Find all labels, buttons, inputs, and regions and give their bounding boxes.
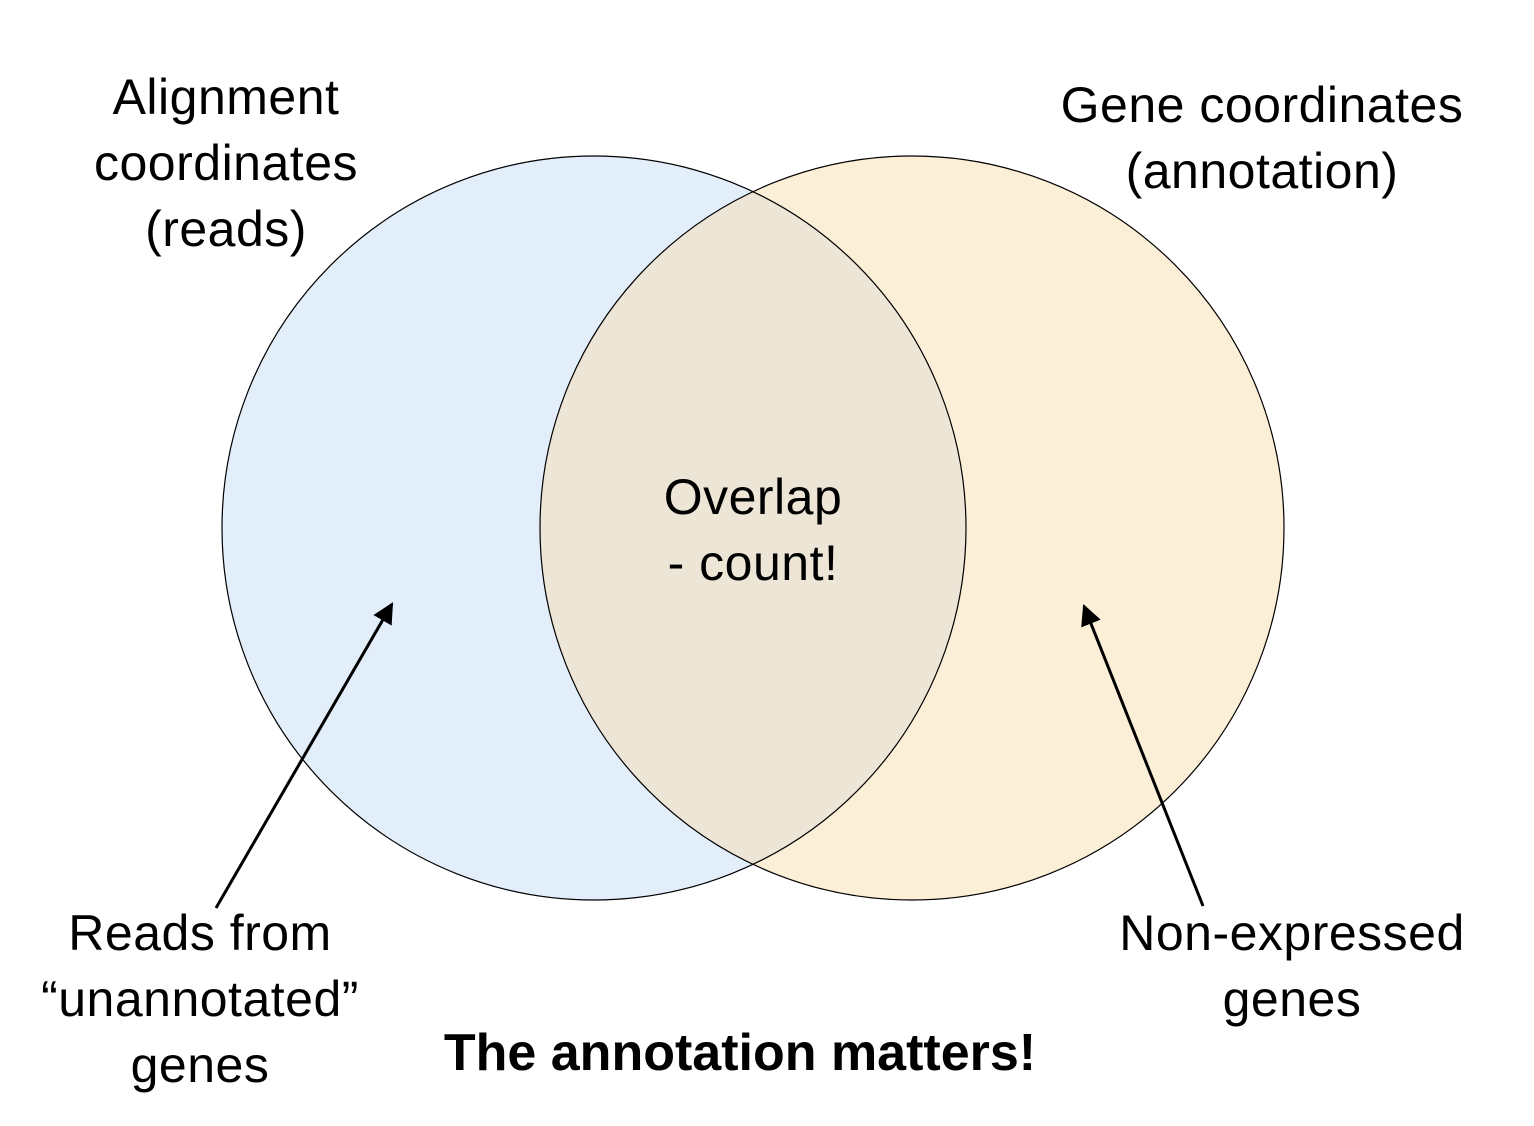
annotation-label-line: Reads from (68, 905, 332, 961)
overlap-label-line: - count! (667, 535, 839, 591)
annotation-label-line: Non-expressed (1119, 905, 1465, 961)
left-set-label-line: Alignment (112, 69, 340, 125)
unannotated-reads-label: Reads from “unannotated” genes (0, 900, 400, 1098)
left-set-label-line: (reads) (145, 201, 307, 257)
overlap-label: Overlap - count! (600, 464, 906, 596)
overlap-label-line: Overlap (663, 469, 843, 525)
right-set-label-line: Gene coordinates (1060, 77, 1464, 133)
right-set-outline (539, 155, 1285, 901)
left-set-label: Alignment coordinates (reads) (40, 64, 412, 262)
right-set-label-line: (annotation) (1125, 143, 1399, 199)
arrow-right-annotation (1081, 604, 1205, 907)
left-set-outline (221, 155, 967, 901)
overlap-region (540, 156, 966, 900)
annotation-label-line: genes (1222, 971, 1362, 1027)
right-set-label: Gene coordinates (annotation) (1010, 72, 1514, 204)
footer-title: The annotation matters! (443, 1024, 1037, 1082)
arrow-left-annotation (214, 602, 394, 909)
annotation-label-line: “unannotated” (41, 971, 359, 1027)
left-set-label-line: coordinates (94, 135, 358, 191)
annotation-label-line: genes (130, 1037, 270, 1093)
non-expressed-genes-label: Non-expressed genes (1080, 900, 1504, 1032)
